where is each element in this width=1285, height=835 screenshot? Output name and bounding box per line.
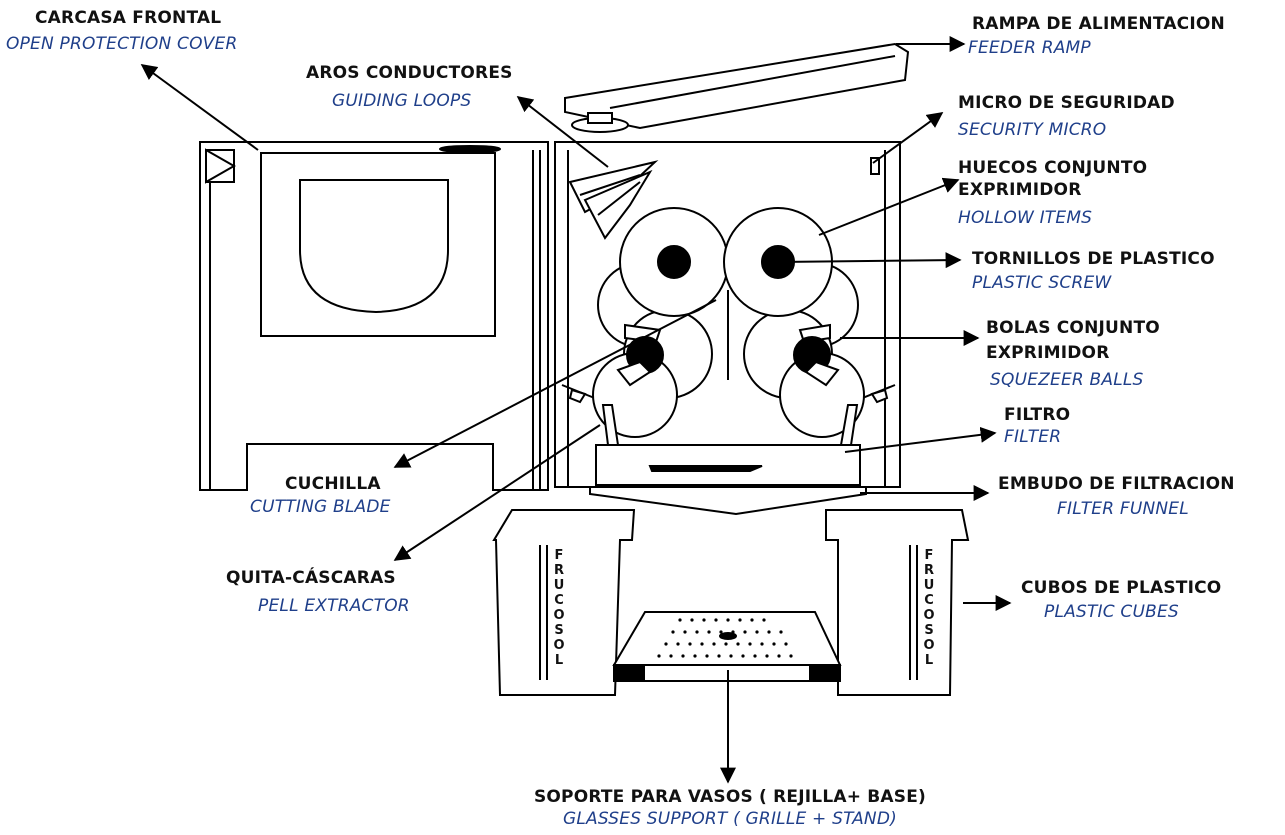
grille-hole — [695, 630, 699, 634]
plastic-bins — [492, 509, 970, 696]
grille-hole — [676, 642, 680, 646]
squeezer-balls-label-es-1: BOLAS CONJUNTO — [986, 318, 1160, 338]
grille-hole — [765, 654, 769, 658]
plastic-cubes-label-en: PLASTIC CUBES — [1044, 602, 1179, 622]
filter-funnel-label-es: EMBUDO DE FILTRACION — [998, 474, 1235, 494]
filter-label-es: FILTRO — [1004, 405, 1071, 425]
plastic-screw-label-en: PLASTIC SCREW — [972, 273, 1112, 293]
glasses-support — [612, 611, 842, 682]
bin-brand-left: FRUCOSOL — [553, 548, 565, 668]
security-micro-label-en: SECURITY MICRO — [958, 120, 1107, 140]
cutting-blade-label-en: CUTTING BLADE — [250, 497, 391, 517]
grille-hole — [717, 654, 721, 658]
grille-hole — [683, 630, 687, 634]
grille-hole — [712, 642, 716, 646]
grille-hole — [657, 654, 661, 658]
front-cover-label-en: OPEN PROTECTION COVER — [6, 34, 238, 54]
grille-hole — [762, 618, 766, 622]
grille-hole — [702, 618, 706, 622]
grille-hole — [738, 618, 742, 622]
grille-hole — [731, 630, 735, 634]
grille-hole — [729, 654, 733, 658]
grille-hole — [777, 654, 781, 658]
hollow-items-label-en: HOLLOW ITEMS — [958, 208, 1093, 228]
grille-hole — [741, 654, 745, 658]
grille-hole — [707, 630, 711, 634]
grille-hole — [743, 630, 747, 634]
grille-hole — [760, 642, 764, 646]
bin-brand-right: FRUCOSOL — [923, 548, 935, 668]
squeezer-assembly — [592, 207, 865, 446]
feeder-ramp — [564, 42, 910, 133]
grille-hole — [678, 618, 682, 622]
hollow-items-label-es-2: EXPRIMIDOR — [958, 180, 1082, 200]
leader-lines — [140, 36, 1012, 784]
glasses-support-label-es: SOPORTE PARA VASOS ( REJILLA+ BASE) — [533, 787, 927, 807]
grille-hole — [767, 630, 771, 634]
grille-hole — [681, 654, 685, 658]
grille-hole — [690, 618, 694, 622]
grille-hole — [753, 654, 757, 658]
grille-hole — [705, 654, 709, 658]
grille-hole — [779, 630, 783, 634]
feeder-ramp-label-es: RAMPA DE ALIMENTACION — [972, 14, 1225, 34]
front-cover — [199, 141, 549, 491]
grille-hole — [688, 642, 692, 646]
grille-hole — [750, 618, 754, 622]
grille-hole — [700, 642, 704, 646]
guiding-loops-label-en: GUIDING LOOPS — [332, 91, 472, 111]
grille-hole — [789, 654, 793, 658]
grille-hole — [664, 642, 668, 646]
filter-funnel-label-en: FILTER FUNNEL — [1057, 499, 1189, 519]
security-micro-label-es: MICRO DE SEGURIDAD — [958, 93, 1175, 113]
feeder-ramp-label-en: FEEDER RAMP — [968, 38, 1091, 58]
grille-hole — [693, 654, 697, 658]
squeezer-balls-label-en: SQUEZEER BALLS — [990, 370, 1144, 390]
glasses-support-label-en: GLASSES SUPPORT ( GRILLE + STAND) — [563, 809, 897, 829]
front-cover-label-es: CARCASA FRONTAL — [35, 8, 222, 28]
grille-hole — [748, 642, 752, 646]
grille-hole — [724, 642, 728, 646]
cutting-blade-label-es: CUCHILLA — [285, 474, 381, 494]
peel-extractor-label-en: PELL EXTRACTOR — [258, 596, 410, 616]
grille-hole — [736, 642, 740, 646]
plastic-screw-label-es: TORNILLOS DE PLASTICO — [972, 249, 1215, 269]
grille-hole — [726, 618, 730, 622]
hollow-items-label-es-1: HUECOS CONJUNTO — [958, 158, 1148, 178]
grille-hole — [784, 642, 788, 646]
guiding-loops-label-es: AROS CONDUCTORES — [306, 63, 513, 83]
peel-extractor-label-es: QUITA-CÁSCARAS — [226, 568, 396, 588]
grille-hole — [719, 630, 723, 634]
grille-hole — [671, 630, 675, 634]
plastic-cubes-label-es: CUBOS DE PLASTICO — [1021, 578, 1222, 598]
guiding-loops — [568, 160, 659, 240]
grille-hole — [755, 630, 759, 634]
filter-label-en: FILTER — [1004, 427, 1062, 447]
grille-hole — [669, 654, 673, 658]
squeezer-balls-label-es-2: EXPRIMIDOR — [986, 343, 1110, 363]
grille-hole — [714, 618, 718, 622]
grille-hole — [772, 642, 776, 646]
